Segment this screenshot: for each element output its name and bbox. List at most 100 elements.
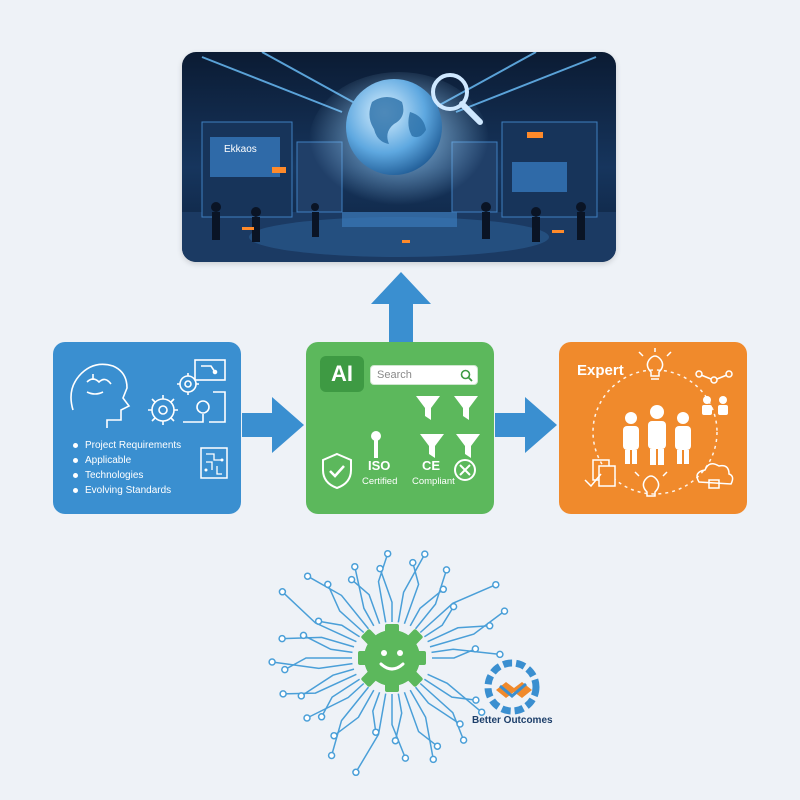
circuit-trace <box>303 634 353 654</box>
expert-panel: Expert <box>559 342 747 514</box>
circuit-node <box>500 607 509 615</box>
smiley-gear-icon <box>358 624 426 692</box>
circuit-trace <box>431 648 500 656</box>
circuit-node <box>477 708 486 716</box>
circuit-trace <box>283 673 357 695</box>
circuit-node <box>299 631 308 640</box>
circuit-node <box>278 634 286 643</box>
circuit-node <box>352 768 360 777</box>
list-item: Project Requirements <box>73 438 181 453</box>
circuit-trace <box>423 606 455 638</box>
arrow-right-1 <box>242 397 304 453</box>
circuit-trace <box>403 562 420 625</box>
lightbulb-icon <box>638 348 672 380</box>
requirements-panel: Project Requirements Applicable Technolo… <box>53 342 241 514</box>
magnifier-icon <box>431 73 483 125</box>
circuit-node <box>317 713 326 721</box>
filter-icon <box>416 396 478 420</box>
circuit-node <box>391 736 400 745</box>
circuit-trace <box>419 682 465 741</box>
circuit-trace <box>354 566 375 627</box>
expert-title: Expert <box>577 362 624 379</box>
circuit-trace <box>307 575 370 630</box>
circuit-node <box>456 720 464 728</box>
circuit-node <box>314 617 323 625</box>
circuit-node <box>347 575 356 584</box>
circuit-node <box>324 580 332 589</box>
circuit-node <box>327 751 336 760</box>
list-item: Applicable <box>73 453 181 468</box>
circuit-node <box>278 588 287 596</box>
circuit-node <box>268 658 276 666</box>
booth-sign: Ekkaos <box>224 144 257 155</box>
filter-icon <box>420 434 480 458</box>
circuit-node <box>433 742 442 750</box>
globe-icon <box>346 79 442 175</box>
circuit-trace <box>432 648 476 659</box>
ce-caption: Compliant <box>412 476 455 487</box>
circuit-node <box>279 690 287 698</box>
circuit-trace <box>409 689 435 760</box>
circuit-node <box>401 754 410 762</box>
circuit-trace <box>306 682 365 719</box>
circuit-trace <box>409 588 444 627</box>
circuit-node <box>442 566 451 574</box>
circuit-node <box>372 728 380 736</box>
better-outcomes-caption: Better Outcomes <box>472 715 553 726</box>
circuit-node <box>496 650 504 659</box>
circuit-node <box>330 731 338 740</box>
circuit-trace <box>377 553 389 623</box>
circuit-node <box>485 622 494 630</box>
circuit-trace <box>397 553 426 623</box>
circuit-trace <box>427 673 483 713</box>
circuit-node <box>351 562 359 571</box>
search-input[interactable]: Search <box>370 365 478 385</box>
circuit-trace <box>282 636 355 648</box>
iso-label: ISO <box>368 458 391 473</box>
pin-icon <box>371 431 381 458</box>
circuit-trace <box>391 694 407 759</box>
circuit-node <box>376 564 384 573</box>
arrow-up <box>371 272 431 344</box>
circuit-trace <box>429 610 505 648</box>
ai-filter-panel: AI Search ISO Certified CE Compliant <box>306 342 494 514</box>
circuit-trace <box>379 568 393 622</box>
circuit-node <box>471 645 480 653</box>
brain-icon <box>70 363 131 428</box>
circuit-trace <box>271 661 353 670</box>
circuit-chip-icon <box>200 447 228 479</box>
circuit-trace <box>330 686 370 756</box>
circuit-trace <box>414 569 448 630</box>
search-icon <box>460 369 473 382</box>
circuit-trace <box>320 678 361 718</box>
circuit-trace <box>284 657 352 671</box>
circuit-trace <box>351 579 381 625</box>
lightbulb-icon <box>634 471 668 497</box>
circuit-trace <box>423 678 476 701</box>
shield-check-icon <box>322 452 352 490</box>
arrow-right-2 <box>495 397 557 453</box>
people-icon <box>623 396 728 465</box>
circuit-trace <box>403 691 438 747</box>
circuit-node <box>421 550 429 558</box>
requirements-list: Project Requirements Applicable Technolo… <box>73 438 181 498</box>
circuit-node <box>449 602 458 611</box>
list-item: Evolving Standards <box>73 483 181 498</box>
circuit-node <box>303 572 312 580</box>
expert-network-illustration <box>584 348 734 497</box>
list-item: Technologies <box>73 468 181 483</box>
circuit-trace <box>318 620 361 638</box>
search-placeholder: Search <box>377 369 412 381</box>
circuit-network-illustration <box>268 549 540 777</box>
circuit-node <box>472 696 480 704</box>
reject-icon <box>454 459 476 481</box>
handshake-gear-icon <box>484 659 540 715</box>
circuit-node <box>492 580 500 589</box>
circuit-trace <box>355 693 387 773</box>
expo-hall-image: Ekkaos <box>182 52 616 262</box>
circuit-node <box>409 558 417 567</box>
circuit-trace <box>414 686 461 725</box>
circuit-trace <box>427 625 490 643</box>
circuit-trace <box>327 584 365 634</box>
ce-label: CE <box>422 458 441 473</box>
